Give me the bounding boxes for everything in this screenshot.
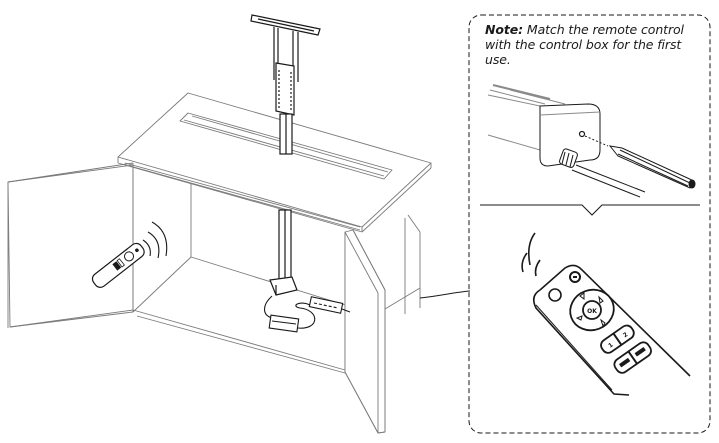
cabinet-top <box>117 92 432 233</box>
control-box-and-cables <box>263 290 471 333</box>
large-remote-closeup: OK 1 2 <box>521 232 691 396</box>
remote-button-1-label: 1 <box>607 342 614 350</box>
note-text: Note: Match the remote control with the … <box>485 22 705 67</box>
control-box-closeup <box>487 84 696 198</box>
signal-wave-outer <box>528 232 536 266</box>
left-cabinet-door <box>7 162 134 328</box>
remote-ok-label: OK <box>587 308 597 315</box>
note-body: Match the remote control with the contro… <box>485 22 684 67</box>
small-remote-signal-waves <box>142 221 168 259</box>
small-remote <box>91 242 145 288</box>
note-label: Note: <box>485 22 524 37</box>
remote-power-button <box>548 288 562 302</box>
right-cabinet-door <box>344 229 386 434</box>
pin-tool <box>608 145 696 189</box>
note-panel <box>468 14 711 434</box>
remote-button-2-label: 2 <box>622 331 629 339</box>
remote-ok-button <box>582 300 602 320</box>
tv-lift-mechanism <box>250 14 321 296</box>
